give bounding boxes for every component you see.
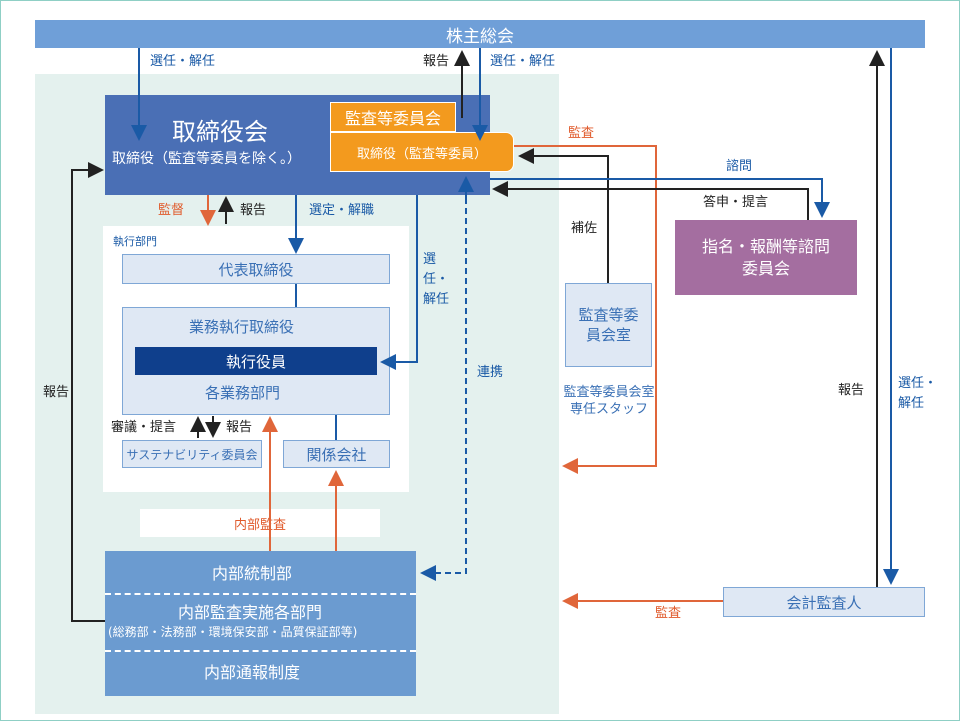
- cooperate-arrow: [420, 188, 467, 581]
- label-consult: 諮問: [726, 159, 753, 174]
- internal-report-arrow: [71, 162, 105, 622]
- departments-label: 各業務部門: [205, 384, 281, 402]
- label-assist: 補佐: [571, 221, 598, 236]
- label-elect-board: 選任・解任: [150, 54, 216, 69]
- committee-office: 監査等委員会室: [565, 283, 652, 367]
- audit-committee-member: 取締役（監査等委員）: [356, 146, 487, 162]
- label-supervise: 監督: [158, 203, 185, 218]
- label-cooperate: 連携: [477, 365, 504, 380]
- accounting-auditor: 会計監査人: [723, 587, 925, 617]
- audit-committee-title-box: 監査等委員会: [330, 102, 456, 132]
- exec-section-label: 執行部門: [113, 235, 157, 248]
- accounting-auditor-label: 会計監査人: [786, 593, 862, 612]
- exec-director-label: 業務執行取締役: [189, 318, 295, 336]
- internal-audit-dept-label: 内部監査実施各部門: [178, 603, 323, 622]
- shareholders-meeting: 株主総会: [35, 20, 925, 48]
- answer-arrow: [492, 181, 809, 220]
- audit-committee-audit-arrow: [514, 145, 657, 474]
- label-select-dismiss: 選定・解職: [309, 203, 375, 218]
- nomination-committee: 指名・報酬等諮問委員会: [675, 220, 857, 295]
- internal-audit-label: 内部監査: [233, 517, 286, 533]
- label-elect-officers: 選任・解任: [423, 252, 450, 307]
- shareholders-label: 株主総会: [446, 26, 514, 47]
- board-title: 取締役会: [172, 118, 268, 146]
- sustainability-committee: サステナビリティ委員会: [122, 440, 262, 468]
- internal-audit-label-box: 内部監査: [140, 509, 380, 537]
- internal-separator-2: [105, 650, 416, 652]
- label-auditor-audit: 監査: [655, 606, 682, 621]
- internal-control-label: 内部統制部: [212, 564, 293, 583]
- label-internal-report: 報告: [43, 385, 70, 400]
- consult-arrow: [490, 178, 830, 218]
- exec-officers: 執行役員: [135, 347, 377, 375]
- assist-arrow: [518, 148, 609, 283]
- elect-officers-arrow: [380, 195, 418, 370]
- label-elect-auditor: 選任・解任: [898, 376, 938, 411]
- affiliates: 関係会社: [283, 440, 390, 468]
- sustainability-label: サステナビリティ委員会: [126, 447, 258, 462]
- affiliates-label: 関係会社: [306, 445, 367, 464]
- internal-audit-dept-sub: (総務部・法務部・環境保安部・品質保証部等): [108, 625, 358, 639]
- label-auditor-report: 報告: [838, 383, 865, 398]
- committee-office-staff-label: 監査等委員会室専任スタッフ: [563, 385, 655, 417]
- internal-separator-1: [105, 593, 416, 595]
- committee-office-label: 監査等委員会室: [578, 306, 639, 344]
- internal-control-stack: [105, 551, 416, 696]
- label-report-sustain: 報告: [226, 420, 253, 435]
- rep-director-label: 代表取締役: [218, 260, 294, 279]
- nomination-label: 指名・報酬等諮問委員会: [701, 236, 830, 278]
- label-report-board: 報告: [240, 203, 267, 218]
- board-subtitle: 取締役（監査等委員を除く。）: [112, 151, 301, 167]
- label-deliberate: 審議・提言: [111, 420, 177, 435]
- label-report-shareholders: 報告: [423, 54, 450, 69]
- exec-officers-label: 執行役員: [225, 352, 286, 371]
- committee-office-staff: 監査等委員会室専任スタッフ: [560, 374, 658, 428]
- audit-committee-title: 監査等委員会: [344, 109, 441, 128]
- label-elect-audit: 選任・解任: [490, 54, 556, 69]
- label-audit-committee-audit: 監査: [568, 126, 595, 141]
- rep-director: 代表取締役: [122, 254, 390, 284]
- whistleblower-label: 内部通報制度: [204, 663, 301, 682]
- label-answer: 答申・提言: [703, 195, 769, 210]
